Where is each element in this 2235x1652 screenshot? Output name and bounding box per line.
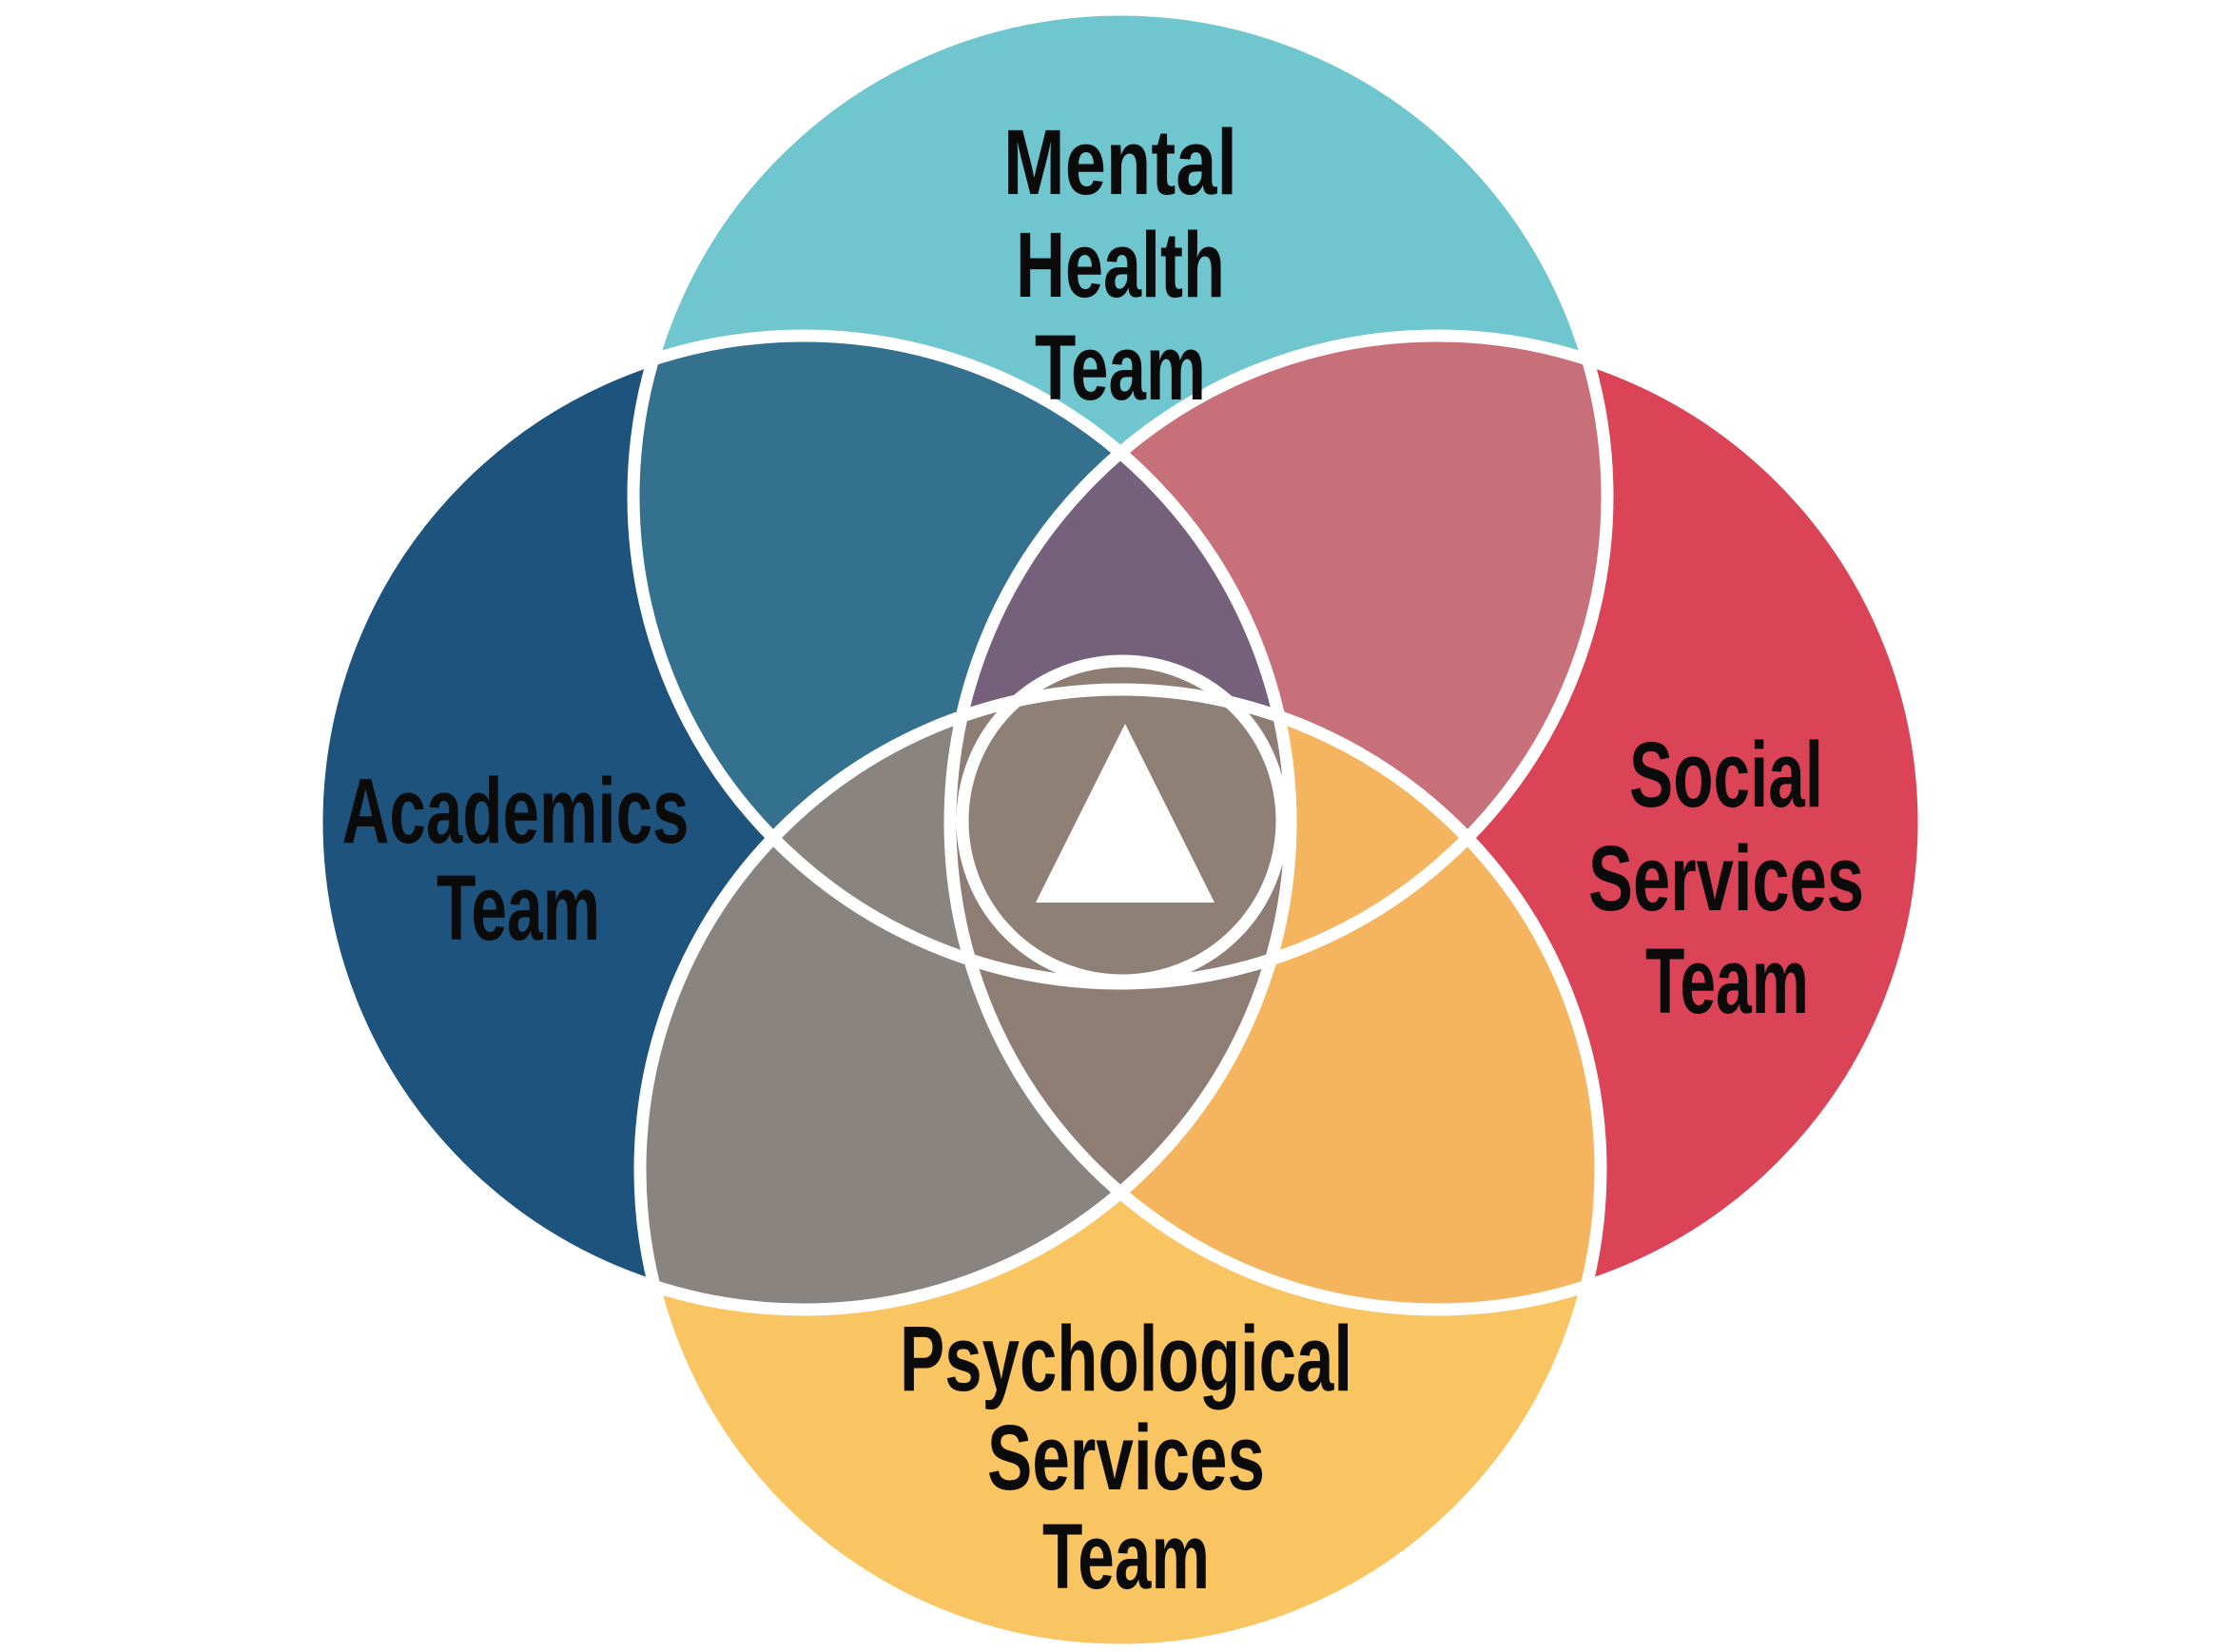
outline-center-circle [956, 654, 1289, 987]
labels: Mental Health Team Academics Team Social… [342, 110, 1865, 1608]
label-psychological-line-1: Psychological [900, 1307, 1352, 1410]
triple-top-group [950, 336, 1291, 983]
triple-bottom-group [950, 690, 1291, 1310]
outline-left-circle [310, 329, 1297, 1316]
label-social-services-team: Social Services Team [1588, 723, 1864, 1033]
label-mental-health-line-2: Health [1016, 213, 1225, 317]
label-psychological-services-team: Psychological Services Team [900, 1307, 1352, 1608]
region-top-left-right-overlap [950, 336, 1291, 983]
region-top-bottom-left-overlap [640, 690, 1291, 983]
circle-outlines [310, 3, 1931, 1652]
label-social-services-line-3: Team [1645, 929, 1809, 1033]
label-academics-line-2: Team [437, 856, 600, 960]
label-academics-line-1: Academics [342, 759, 690, 863]
label-social-services-line-1: Social [1629, 723, 1823, 826]
label-social-services-line-2: Services [1588, 826, 1864, 930]
label-mental-health-line-1: Mental [1003, 110, 1237, 214]
label-psychological-line-3: Team [1042, 1505, 1210, 1608]
label-mental-health-team: Mental Health Team [1003, 110, 1237, 419]
center-triangle-icon [1036, 724, 1215, 903]
region-bottom-left-right-overlap [950, 690, 1291, 1310]
lens-slivers-group [640, 690, 1601, 983]
outline-right-circle [943, 329, 1931, 1316]
region-top-bottom-right-overlap [950, 690, 1601, 983]
outline-bottom-circle [633, 683, 1607, 1652]
label-mental-health-line-3: Team [1035, 316, 1206, 419]
label-academics-team: Academics Team [342, 759, 690, 960]
label-psychological-line-2: Services [987, 1406, 1265, 1509]
